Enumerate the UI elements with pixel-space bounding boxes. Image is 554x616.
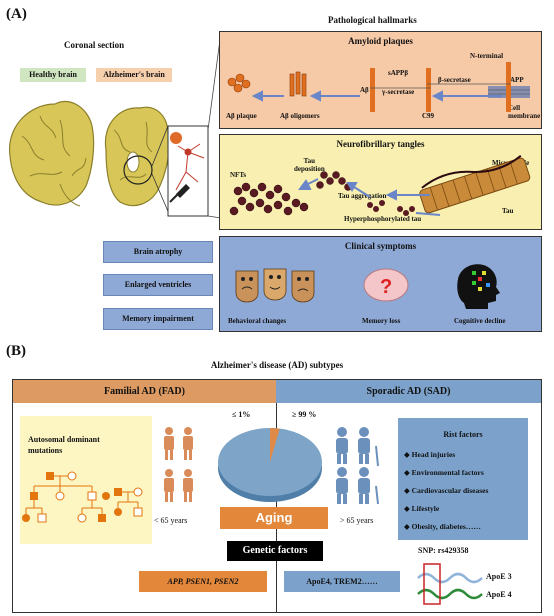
apoe4-label: ApoE 4 <box>486 590 512 599</box>
sad-percent-label: ≥ 99 % <box>292 410 317 419</box>
alzheimers-brain-label: Alzheimer's brain <box>96 68 172 82</box>
panel-b-label: (B) <box>6 343 26 359</box>
tau-label: Tau <box>502 207 514 215</box>
c99-label: C99 <box>422 112 435 120</box>
risk-factors-title: Rist factors <box>443 430 483 439</box>
tau-deposition-label: Tau deposition <box>294 157 325 173</box>
aging-label: Aging <box>220 507 328 529</box>
amyloid-plaques-box: Amyloid plaques N-terminal sAPPβ β-secre… <box>219 31 542 129</box>
hyperphosphorylated-tau-label: Hyperphosphorylated tau <box>344 215 422 223</box>
fad-genes-label: APP, PSEN1, PSEN2 <box>139 571 267 592</box>
risk-item: ◆ Cardiovascular diseases <box>404 486 489 495</box>
pie-slice-fad <box>270 428 280 462</box>
genetic-factors-label: Genetic factors <box>227 541 323 561</box>
amyloid-plaques-title: Amyloid plaques <box>348 36 413 46</box>
abeta-label: Aβ <box>360 86 369 94</box>
risk-item: ◆ Environmental factors <box>404 468 484 477</box>
coronal-section-title: Coronal section <box>64 40 125 50</box>
cell-membrane-label: Cell membrane <box>508 104 541 120</box>
tangles-illustration <box>229 154 531 216</box>
pedigree-chart <box>22 471 143 523</box>
pathological-hallmarks-title: Pathological hallmarks <box>328 15 417 25</box>
masks-icon <box>235 268 315 303</box>
behavioral-changes-label: Behavioral changes <box>228 317 287 325</box>
cognitive-decline-head-icon <box>457 264 500 309</box>
abeta-oligomers-label: Aβ oligomers <box>280 112 320 120</box>
coronal-brains-illustration <box>9 100 209 217</box>
apoe3-label: ApoE 3 <box>486 572 512 581</box>
n-terminal-label: N-terminal <box>470 52 504 60</box>
sad-genes-label: ApoE4, TREM2…… <box>284 571 400 592</box>
snp-label: SNP: rs429358 <box>418 546 469 555</box>
pedigree-box: Autosomal dominant mutations <box>20 416 152 544</box>
beta-secretase-label: β-secretase <box>438 76 471 84</box>
clinical-symptoms-illustration: ? <box>235 264 500 309</box>
connector-lines <box>207 31 222 219</box>
healthy-brain-label: Healthy brain <box>20 68 86 82</box>
healthy-brain-image <box>9 100 95 206</box>
symptom-memory-impairment: Memory impairment <box>103 308 213 330</box>
amyloid-pathway-illustration <box>227 62 530 112</box>
ad-subtypes-title: Alzheimer's disease (AD) subtypes <box>210 360 344 370</box>
sappb-label: sAPPβ <box>388 69 409 77</box>
autosomal-dominant-label: Autosomal dominant mutations <box>28 435 100 455</box>
tau-aggregation-label: Tau aggregation <box>338 192 387 200</box>
clinical-symptoms-box: Clinical symptoms ? Behavioral changes M… <box>219 236 542 332</box>
fad-percent-label: ≤ 1% <box>232 410 251 419</box>
clinical-symptoms-title: Clinical symptoms <box>344 241 417 251</box>
risk-item: ◆ Head injuries <box>404 450 456 459</box>
sad-age-label: > 65 years <box>340 516 374 525</box>
risk-item: ◆ Obesity, diabetes…… <box>404 522 481 531</box>
neurofibrillary-tangles-title: Neurofibrillary tangles <box>336 139 425 149</box>
risk-item: ◆ Lifestyle <box>404 504 440 513</box>
subtype-pie-chart <box>218 428 322 502</box>
neurofibrillary-tangles-box: Neurofibrillary tangles Tau deposition N… <box>219 134 542 230</box>
apoe-dna-illustration <box>417 563 483 605</box>
sad-header: Sporadic AD (SAD) <box>276 380 541 403</box>
gamma-secretase-label: γ-secretase <box>382 88 415 96</box>
symptom-enlarged-ventricles: Enlarged ventricles <box>103 274 213 296</box>
fad-header: Familial AD (FAD) <box>13 380 276 403</box>
snp-highlight-box <box>423 563 441 605</box>
cognitive-decline-label: Cognitive decline <box>454 317 506 325</box>
svg-text:?: ? <box>380 276 392 298</box>
sad-people-icons <box>336 427 379 505</box>
fad-age-label: < 65 years <box>154 516 188 525</box>
nfts-label: NFTs <box>230 171 247 179</box>
panel-a-label: (A) <box>6 6 27 22</box>
memory-loss-label: Memory loss <box>362 317 401 325</box>
risk-factors-list: ◆ Head injuries ◆ Environmental factors … <box>404 450 488 540</box>
abeta-plaque-label: Aβ plaque <box>226 112 257 120</box>
hippocampus-highlight-circle <box>123 155 153 185</box>
symptom-brain-atrophy: Brain atrophy <box>103 241 213 263</box>
memory-loss-brain-icon: ? <box>363 268 409 302</box>
app-label: APP <box>510 76 524 84</box>
risk-factors-box: Rist factors ◆ Head injuries ◆ Environme… <box>398 418 528 540</box>
subtypes-frame <box>12 379 542 613</box>
fad-people-icons <box>164 427 193 502</box>
